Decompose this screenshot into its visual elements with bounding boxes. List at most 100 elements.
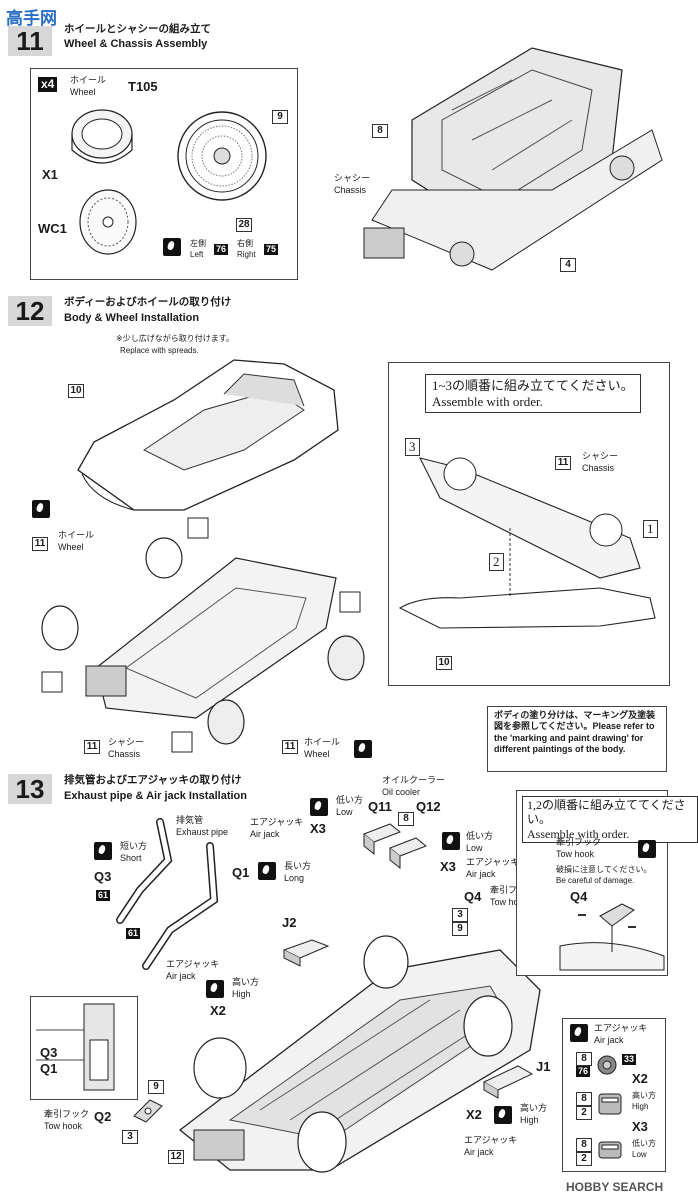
tow-hook-label-en: Tow hook: [490, 897, 529, 907]
wheel-label-jp: ホイール: [70, 75, 107, 85]
order-step-3: 3: [405, 438, 420, 456]
step-13-title-jp: 排気管およびエアジャッキの取り付け: [64, 774, 242, 786]
legend-color-76: 76: [576, 1066, 591, 1077]
right-label-jp: 右側: [237, 239, 253, 248]
wheel-part-11-right: 11: [282, 740, 298, 754]
chassis-part-11: 11: [84, 740, 100, 754]
step-12-number: 12: [8, 296, 52, 326]
q3-part-label: Q3: [40, 1045, 58, 1060]
chassis-label-jp: シャシー: [582, 451, 619, 461]
tow-hook-part-3: 3: [452, 908, 468, 922]
chassis-label-jp: シャシー: [108, 737, 145, 747]
right-color-75: 75: [264, 244, 279, 255]
long-label-jp: 長い方: [284, 861, 312, 871]
j1-drawing: [482, 1065, 534, 1099]
tow-hook-part-3: 3: [122, 1130, 138, 1144]
legend-low-jp: 低い方: [632, 1139, 656, 1148]
tow-hook-part-9: 9: [148, 1080, 164, 1094]
short-label-en: Short: [120, 853, 142, 863]
high-label-en: High: [520, 1115, 539, 1125]
body-chassis-order-drawing: [398, 457, 656, 629]
wheel-qty-badge: x4: [38, 77, 58, 92]
chassis-label-en: Chassis: [582, 463, 615, 473]
step-12-title-jp: ボディーおよびホイールの取り付け: [64, 296, 232, 308]
airjack-label-jp: エアジャッキ: [594, 1023, 648, 1033]
step-13-number: 13: [8, 774, 52, 804]
tire-drawing: [71, 109, 133, 164]
tow-hook-order-drawing: [559, 903, 665, 971]
wc1-part-label: WC1: [38, 221, 67, 236]
paint-icon: [310, 798, 328, 816]
wheel-part-11-left: 11: [32, 537, 48, 551]
step-11-number: 11: [8, 26, 52, 56]
high-label-en: High: [232, 989, 251, 999]
paint-icon: [494, 1106, 512, 1124]
tow-hook-label-en: Tow hook: [44, 1121, 83, 1131]
x3-part-label: X3: [632, 1119, 648, 1134]
step-11-title-en: Wheel & Chassis Assembly: [64, 38, 208, 50]
wheel-label-jp: ホイール: [304, 737, 341, 747]
airjack-legend-part: [597, 1055, 617, 1075]
short-label-jp: 短い方: [120, 841, 148, 851]
airjack-label-jp: エアジャッキ: [464, 1135, 518, 1145]
low-label-en: Low: [336, 807, 353, 817]
q4-part-label: Q4: [464, 889, 482, 904]
airjack-low-part: [598, 1141, 622, 1159]
step-13-title-en: Exhaust pipe & Air jack Installation: [64, 790, 247, 802]
airjack-label-en: Air jack: [466, 869, 496, 879]
underbody-drawing: [178, 935, 541, 1173]
paint-icon: [32, 500, 50, 518]
q11-part-label: Q11: [368, 799, 392, 814]
tow-hook-label-en: Tow hook: [556, 849, 595, 859]
chassis-part-4: 4: [560, 258, 576, 272]
oil-cooler-label-jp: オイルクーラー: [382, 775, 446, 785]
exhaust-label-jp: 排気管: [176, 815, 204, 825]
body-part-10: 10: [68, 384, 84, 398]
legend-color-33: 33: [622, 1054, 637, 1065]
x2-part-label: X2: [632, 1071, 648, 1086]
airjack-high-part: [598, 1093, 622, 1115]
spread-note-jp: ※少し広げながら取り付けます。: [116, 334, 234, 343]
order-instruction-jp: 1~3の順番に組み立ててください。: [432, 378, 634, 393]
tow-hook-label-jp: 牽引フック: [556, 837, 602, 847]
chassis-label-en: Chassis: [108, 749, 141, 759]
hobby-search-watermark: HOBBY SEARCH: [566, 1180, 664, 1194]
damage-warning-en: Be careful of damage.: [556, 876, 635, 885]
legend-high-color-8: 8: [576, 1092, 592, 1106]
airjack-label-jp: エアジャッキ: [466, 857, 520, 867]
high-label-jp: 高い方: [520, 1103, 548, 1113]
wheel-label-en: Wheel: [70, 87, 96, 97]
low-label-jp: 低い方: [336, 795, 364, 805]
order-step-1: 1: [643, 520, 658, 538]
x3-part-label: X3: [440, 859, 456, 874]
x2-part-label: X2: [466, 1107, 482, 1122]
tow-hook-drawing: [133, 1099, 163, 1123]
color-61-short: 61: [96, 890, 111, 901]
q1-part-label: Q1: [232, 865, 250, 880]
car-body-drawing: [77, 359, 339, 511]
exhaust-inset-drawing: [36, 1003, 115, 1091]
wheel-face-drawing: [177, 111, 267, 201]
order-step-2: 2: [489, 553, 504, 571]
tire-part-label: T105: [128, 79, 158, 94]
order-instruction-jp: 1,2の順番に組み立ててください。: [527, 798, 686, 827]
legend-low-en: Low: [632, 1150, 647, 1159]
step-12-order-callout: 1~3の順番に組み立ててください。 Assemble with order.: [425, 374, 641, 414]
paint-icon: [442, 832, 460, 850]
legend-high-color-2: 2: [576, 1106, 592, 1120]
paint-icon: [206, 980, 224, 998]
wheel-label-en: Wheel: [304, 749, 330, 759]
order-step-1: [628, 926, 636, 928]
left-label-en: Left: [190, 250, 204, 259]
chassis-part-11: 11: [555, 456, 571, 470]
legend-high-en: High: [632, 1102, 649, 1111]
legend-color-8: 8: [576, 1052, 592, 1066]
step-13-order-callout: 1,2の順番に組み立ててください。 Assemble with order.: [522, 796, 698, 844]
body-part-12: 12: [168, 1150, 184, 1164]
airjack-label-en: Air jack: [166, 971, 196, 981]
color-61-long: 61: [126, 928, 141, 939]
right-label-en: Right: [237, 250, 256, 259]
airjack-label-en: Air jack: [250, 829, 280, 839]
j1-part-label: J1: [536, 1059, 551, 1074]
chassis-label-en: Chassis: [334, 185, 367, 195]
